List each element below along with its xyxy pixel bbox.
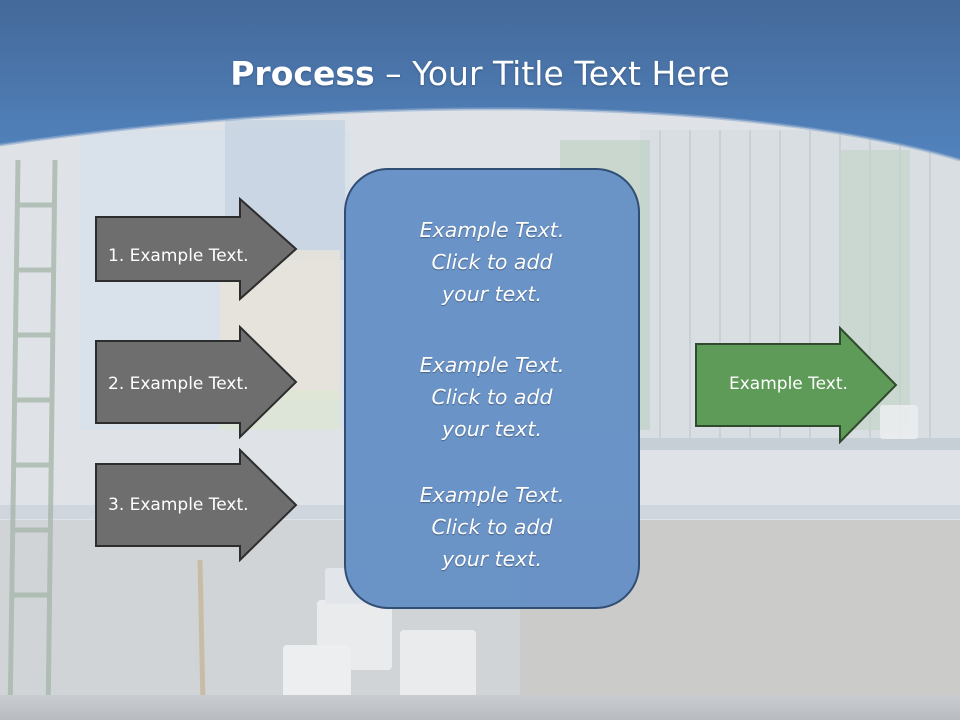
arrow-2-label: 2. Example Text. xyxy=(108,373,249,395)
title-bold: Process xyxy=(230,54,374,93)
panel-text-2: Example Text. Click to add your text. xyxy=(346,349,638,445)
title-rest: – Your Title Text Here xyxy=(375,54,730,93)
arrow-result-label: Example Text. xyxy=(729,373,848,395)
panel-text-1: Example Text. Click to add your text. xyxy=(346,214,638,310)
center-panel: Example Text. Click to add your text. Ex… xyxy=(344,168,640,609)
arrow-3-label: 3. Example Text. xyxy=(108,494,249,516)
arrow-1-label: 1. Example Text. xyxy=(108,245,249,267)
slide-title: Process – Your Title Text Here xyxy=(0,52,960,96)
panel-text-3: Example Text. Click to add your text. xyxy=(346,479,638,575)
